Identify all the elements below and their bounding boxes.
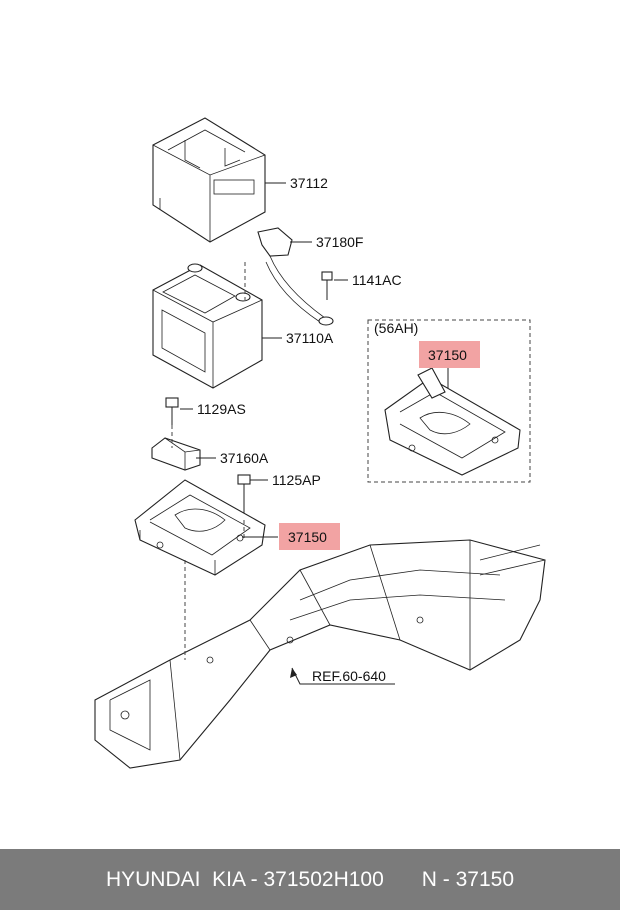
variant-note-56ah: (56AH) (374, 320, 418, 336)
callout-1141ac: 1141AC (352, 272, 402, 288)
battery-cable-part (244, 227, 334, 326)
chassis-frame-part (94, 539, 546, 769)
variant-tray-part (367, 319, 531, 483)
battery-tray-part (134, 479, 266, 576)
bolt-1141ac-part (321, 271, 333, 300)
callout-1125ap: 1125AP (272, 472, 321, 488)
callout-37150-main: 37150 (288, 529, 327, 545)
battery-cover-part (152, 117, 266, 243)
highlight-box-tray-main (279, 523, 340, 550)
footer-part-code: HYUNDAI KIA - 371502H100 (105, 867, 384, 891)
footer-bar: HYUNDAI KIA - 371502H100 N - 37150 (0, 849, 620, 910)
callout-37110a: 37110A (286, 330, 334, 346)
callout-37112: 37112 (290, 175, 328, 191)
bolt-1129as-part (165, 397, 179, 425)
footer-ref-code: N - 37150 (421, 867, 515, 891)
clamp-part (151, 437, 201, 471)
callout-37180f: 37180F (316, 234, 363, 250)
highlight-box-tray-variant (419, 341, 480, 368)
battery-part (152, 263, 263, 389)
reference-label: REF.60-640 (312, 668, 386, 684)
exploded-parts-diagram: 37112 37180F 1141AC 37110A (56AH) 37150 … (94, 117, 546, 769)
callout-1129as: 1129AS (197, 401, 246, 417)
callout-37160a: 37160A (220, 450, 269, 466)
callout-37150-variant: 37150 (428, 347, 467, 363)
